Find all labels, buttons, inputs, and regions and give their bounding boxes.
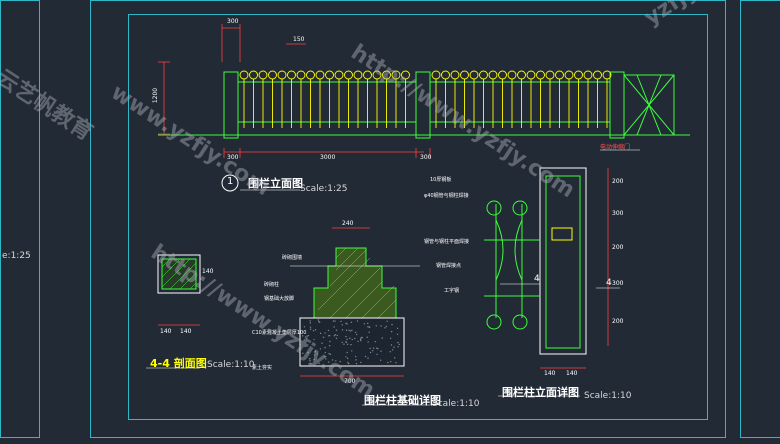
view-marker-circle bbox=[221, 174, 239, 192]
foundation-title: 围栏柱基础详图 bbox=[364, 394, 441, 407]
post-level-3: 300 bbox=[612, 280, 624, 287]
elevation-dimensions bbox=[158, 24, 431, 158]
post-note-4: 工字钢 bbox=[444, 288, 460, 294]
section-title: 4-4 剖面图 bbox=[150, 357, 207, 370]
dim-bottom-left: 300 bbox=[227, 154, 239, 161]
foundation-note-3: C10素混凝土垫层厚100 bbox=[252, 330, 307, 336]
section-4-4 bbox=[146, 254, 201, 369]
post-level-0: 200 bbox=[612, 178, 624, 185]
elevation-note: 电动伸缩门 bbox=[600, 144, 631, 151]
fence-pickets bbox=[239, 70, 612, 128]
dim-top-left: 300 bbox=[227, 18, 239, 25]
dim-bottom-mid: 3000 bbox=[320, 154, 336, 161]
foundation-note-4: 素土夯实 bbox=[252, 365, 273, 371]
post-level-4: 200 bbox=[612, 318, 624, 325]
post-detail bbox=[484, 167, 620, 397]
post-detail-scale: Scale:1:10 bbox=[584, 391, 632, 401]
foundation-dim-bottom: 700 bbox=[344, 378, 356, 385]
post-level-1: 300 bbox=[612, 210, 624, 217]
fence-elevation bbox=[158, 71, 690, 139]
post-section-mark-right: 4 bbox=[606, 278, 612, 288]
foundation-dim-top: 240 bbox=[342, 220, 354, 227]
post-note-1: φ40钢管与钢柱焊接 bbox=[424, 193, 469, 199]
left-sheet-scale: e:1:25 bbox=[2, 251, 31, 261]
drawing-border bbox=[128, 14, 708, 420]
post-level-2: 200 bbox=[612, 244, 624, 251]
dim-top-mid: 150 bbox=[293, 36, 305, 43]
foundation-note-1: 砖砌柱 bbox=[264, 282, 280, 288]
section-dim-h: 140 bbox=[202, 268, 214, 275]
post-note-3: 钢管焊接点 bbox=[436, 263, 462, 269]
post-note-0: 10厚钢板 bbox=[430, 177, 452, 183]
elevation-marker-number: 1 bbox=[227, 176, 234, 187]
foundation-detail bbox=[290, 227, 430, 406]
right-sheet-frame bbox=[740, 0, 780, 438]
section-scale: Scale:1:10 bbox=[207, 360, 255, 370]
foundation-scale: Scale:1:10 bbox=[432, 399, 480, 409]
post-note-2: 钢管与钢柱平面焊接 bbox=[424, 239, 470, 245]
foundation-note-2: 钢基础大放脚 bbox=[264, 296, 295, 302]
section-dim-b: 140 bbox=[180, 328, 192, 335]
foundation-note-0: 砖砌围墙 bbox=[282, 255, 303, 261]
dim-bottom-right: 300 bbox=[420, 154, 432, 161]
elevation-title: 围栏立面图 bbox=[248, 177, 303, 190]
section-dim-a: 140 bbox=[160, 328, 172, 335]
main-sheet-frame bbox=[90, 0, 726, 438]
post-dim-b: 140 bbox=[566, 370, 578, 377]
post-detail-title: 围栏柱立面详图 bbox=[502, 386, 579, 399]
post-dim-a: 140 bbox=[544, 370, 556, 377]
elevation-scale: Scale:1:25 bbox=[300, 184, 348, 194]
post-section-mark-left: 4 bbox=[534, 274, 540, 284]
left-sheet-frame bbox=[0, 0, 40, 438]
